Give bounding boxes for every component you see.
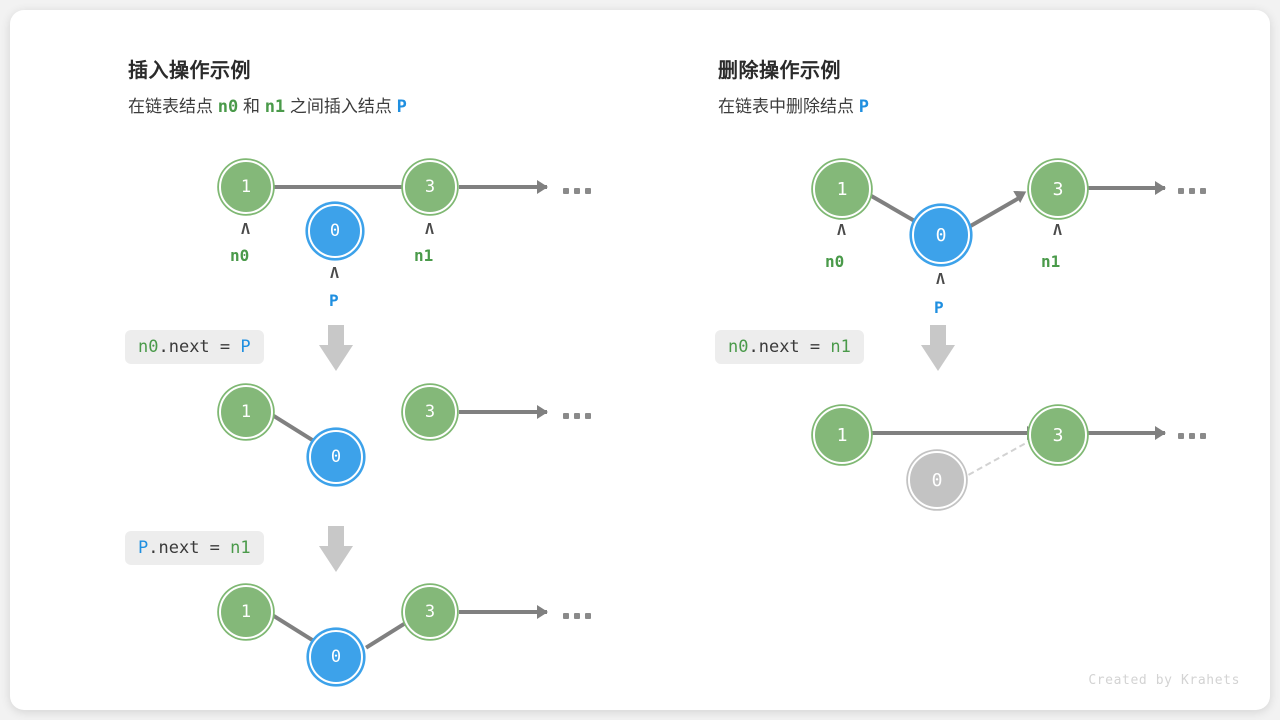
subtitle-code-n0: n0 [217, 97, 239, 117]
arrow-n0-to-n1 [272, 185, 430, 189]
node-value-3: 3 [403, 160, 457, 214]
caret-n0-icon: Λ [837, 221, 847, 239]
arrow-3-to-tail-final [459, 610, 547, 614]
code-value-n1: n1 [830, 337, 851, 357]
pointer-label-n0: n0 [230, 246, 250, 265]
node-value-0: 0 [912, 206, 970, 264]
node-value-0: 0 [308, 204, 362, 258]
pointer-label-n0: n0 [825, 252, 845, 271]
caret-p-icon: Λ [330, 264, 340, 282]
subtitle-code-p: P [396, 97, 407, 117]
arrow-3-to-tail-step1 [459, 410, 547, 414]
node-value-3: 3 [403, 385, 457, 439]
code-operator: .next = [748, 337, 831, 357]
subtitle-code-n1: n1 [264, 97, 286, 117]
arrow-3-to-tail [1083, 431, 1165, 435]
node-value-0: 0 [309, 430, 363, 484]
pointer-label-n1: n1 [1041, 252, 1061, 271]
insert-panel: 插入操作示例 在链表结点 n0 和 n1 之间插入结点 P 1 0 3 Λ n0… [10, 10, 640, 710]
node-value-1: 1 [813, 160, 871, 218]
insert-step2-code: P.next = n1 [125, 531, 264, 565]
node-value-1: 1 [813, 406, 871, 464]
insert-step1-code: n0.next = P [125, 330, 264, 364]
node-value-0-deleted: 0 [908, 451, 966, 509]
tail-ellipsis [563, 613, 591, 619]
delete-step1-code: n0.next = n1 [715, 330, 864, 364]
delete-panel: 删除操作示例 在链表中删除结点 P 1 0 3 Λ n0 Λ [605, 10, 1270, 710]
tail-ellipsis [1178, 433, 1206, 439]
code-value-p: P [240, 337, 251, 357]
delete-panel-subtitle: 在链表中删除结点 P [718, 92, 869, 117]
code-target-n0: n0 [138, 337, 159, 357]
insert-panel-title: 插入操作示例 [128, 60, 251, 82]
code-target-p: P [138, 538, 149, 558]
pointer-label-n1: n1 [414, 246, 434, 265]
tail-ellipsis [1178, 188, 1206, 194]
caret-n1-icon: Λ [1053, 221, 1063, 239]
delete-step1-down-arrow-icon [921, 325, 955, 371]
arrow-p-to-n1 [963, 185, 1030, 232]
subtitle-code-p: P [858, 97, 869, 117]
tail-ellipsis [563, 413, 591, 419]
node-value-3: 3 [403, 585, 457, 639]
code-value-n1: n1 [230, 538, 251, 558]
code-operator: .next = [158, 337, 241, 357]
subtitle-text-part3: 之间插入结点 [289, 97, 392, 116]
insert-step1-down-arrow-icon [319, 325, 353, 371]
node-value-1: 1 [219, 385, 273, 439]
code-operator: .next = [148, 538, 231, 558]
pointer-label-p: P [329, 291, 339, 310]
subtitle-text-part1: 在链表结点 [128, 97, 213, 116]
arrow-1-to-3-direct [867, 431, 1037, 435]
delete-panel-title: 删除操作示例 [718, 60, 841, 82]
node-value-1: 1 [219, 585, 273, 639]
arrow-n1-to-tail [459, 185, 547, 189]
caret-n0-icon: Λ [241, 220, 251, 238]
caret-n1-icon: Λ [425, 220, 435, 238]
pointer-label-p: P [934, 298, 944, 317]
caret-p-icon: Λ [936, 270, 946, 288]
subtitle-text-part2: 和 [242, 97, 260, 116]
subtitle-text-part1: 在链表中删除结点 [718, 97, 854, 116]
diagram-card: 插入操作示例 在链表结点 n0 和 n1 之间插入结点 P 1 0 3 Λ n0… [10, 10, 1270, 710]
node-value-0: 0 [309, 630, 363, 684]
tail-ellipsis [563, 188, 591, 194]
node-value-1: 1 [219, 160, 273, 214]
arrow-n1-to-tail [1083, 186, 1165, 190]
node-value-3: 3 [1029, 406, 1087, 464]
insert-panel-subtitle: 在链表结点 n0 和 n1 之间插入结点 P [128, 92, 407, 117]
insert-step2-down-arrow-icon [319, 526, 353, 572]
code-target-n0: n0 [728, 337, 749, 357]
node-value-3: 3 [1029, 160, 1087, 218]
credit-text: Created by Krahets [1088, 673, 1240, 688]
